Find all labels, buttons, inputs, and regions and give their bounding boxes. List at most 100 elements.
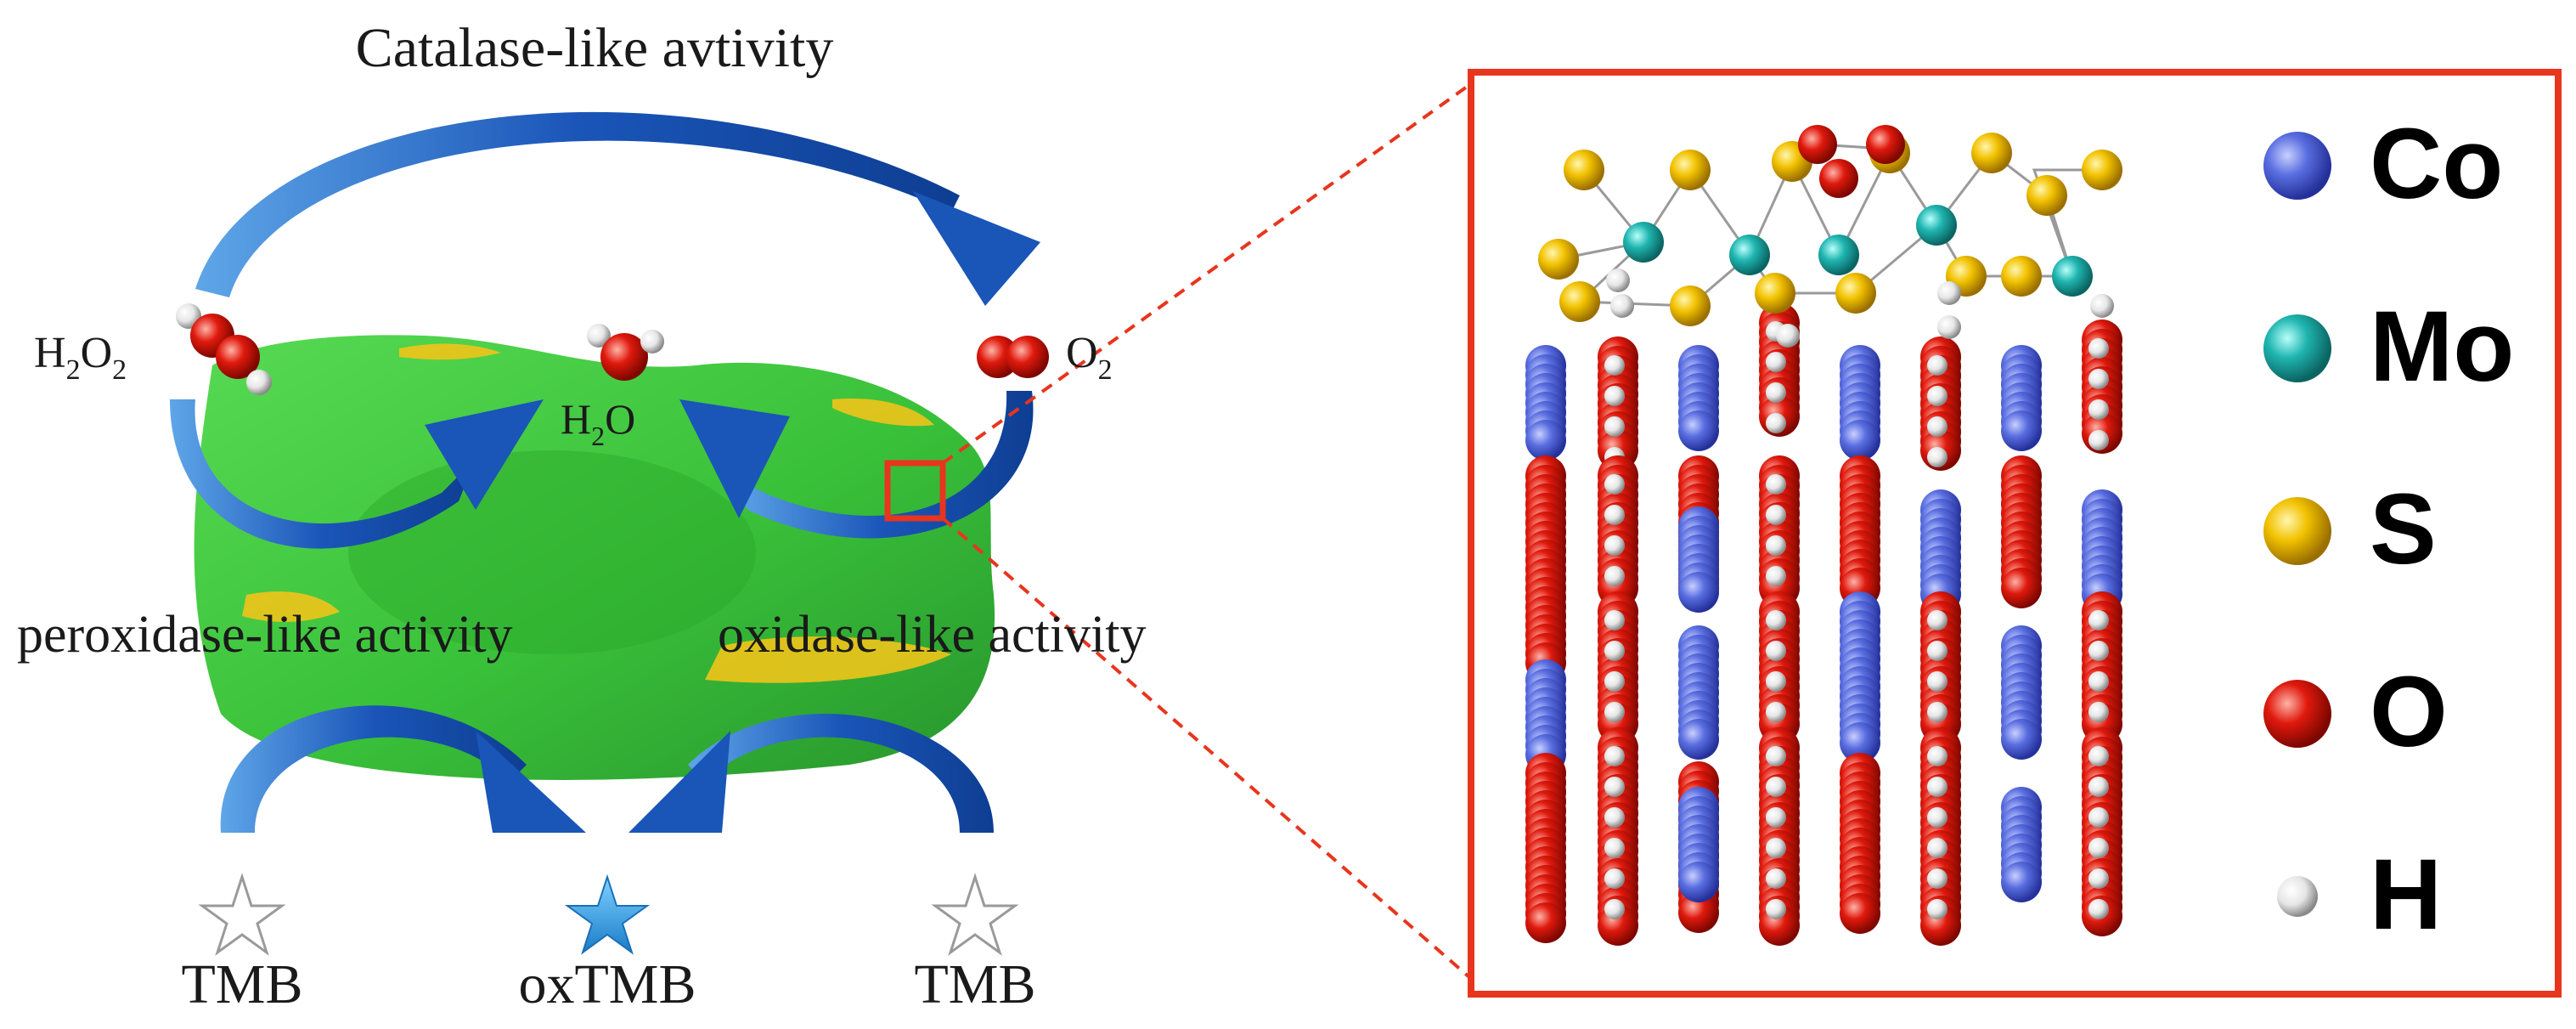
atom-h <box>2088 399 2109 420</box>
atom-h <box>1604 416 1625 437</box>
atom-h <box>1766 777 1786 797</box>
atom-mo <box>1916 205 1957 246</box>
h2o2-label: H2O2 <box>34 329 127 386</box>
legend-item-h: H <box>2277 839 2442 951</box>
oxtmb-star-icon <box>564 874 651 955</box>
atom-o <box>1798 125 1837 164</box>
h2o2-molecule <box>176 303 272 395</box>
atom-h <box>1604 868 1625 889</box>
atom-h <box>1604 474 1625 495</box>
atom-co <box>1678 572 1719 613</box>
atom-h <box>1766 352 1786 372</box>
atom-s <box>2001 256 2042 297</box>
legend-label-s: S <box>2370 473 2437 585</box>
atom-co <box>2001 410 2042 451</box>
peroxidase-arrow-top <box>170 399 544 549</box>
atom-h <box>1927 386 1948 406</box>
atom-s <box>1564 150 1604 190</box>
catalase-arrow <box>195 111 1040 306</box>
o2-molecule <box>977 336 1049 378</box>
atom-s <box>1670 286 1711 326</box>
atom-h <box>1604 641 1625 661</box>
atom-h <box>1604 386 1625 406</box>
peroxidase-arrow-bottom <box>220 705 586 833</box>
atom-h <box>1766 610 1786 630</box>
atom-h <box>1766 566 1786 586</box>
atom-h <box>2088 868 2109 889</box>
atom-h <box>1604 899 1625 919</box>
atom-h <box>1604 702 1625 722</box>
atom-h <box>1766 838 1786 858</box>
atom-h <box>1927 868 1948 889</box>
atom-h <box>2088 807 2109 828</box>
zoom-region-marker <box>884 460 946 522</box>
atom-h <box>1927 447 1948 467</box>
atom-h <box>1766 413 1786 433</box>
atom-h <box>1604 777 1625 797</box>
atom-h <box>1927 777 1948 797</box>
atom-h <box>2088 838 2109 858</box>
legend-swatch-mo <box>2263 314 2331 382</box>
legend-label-co: Co <box>2370 108 2503 220</box>
atom-h <box>2088 899 2109 919</box>
atom-h <box>2088 369 2109 389</box>
atom-co <box>2001 862 2042 902</box>
atom-h <box>1604 671 1625 692</box>
atom-h <box>1927 899 1948 919</box>
atom-h <box>1937 281 1961 305</box>
legend-item-co: Co <box>2263 108 2503 220</box>
atom-h <box>2090 294 2114 318</box>
atom-co <box>1525 420 1566 461</box>
atom-h <box>1927 641 1948 661</box>
atom-h <box>1766 702 1786 722</box>
atom-h <box>2088 777 2109 797</box>
atom-co <box>1840 420 1880 461</box>
legend-label-h: H <box>2370 839 2442 951</box>
tmb-right-label: TMB <box>914 953 1035 1015</box>
zoom-connector-top <box>941 83 1471 465</box>
atom-h <box>1604 746 1625 766</box>
oxtmb-label: oxTMB <box>518 953 696 1015</box>
atom-h <box>1766 746 1786 766</box>
atom-s <box>1559 281 1600 322</box>
atom-h <box>1610 294 1634 318</box>
atom-h <box>1927 702 1948 722</box>
atom-h <box>1927 746 1948 766</box>
tmb-right-star-icon <box>931 873 1019 956</box>
atom-mo <box>1729 235 1770 275</box>
atom-h <box>2088 641 2109 661</box>
atom-h <box>1766 505 1786 525</box>
tmb-left-star-icon <box>198 873 286 956</box>
atom-h <box>1606 269 1630 292</box>
atom-s <box>1835 273 1876 314</box>
atom-h <box>1766 868 1786 889</box>
atom-h <box>2088 338 2109 359</box>
atom-s <box>2082 150 2122 190</box>
atom-h <box>1766 382 1786 403</box>
atom-h <box>1766 671 1786 692</box>
legend-swatch-s <box>2263 497 2331 565</box>
atom-h <box>1766 535 1786 556</box>
atom-s <box>1971 133 2012 173</box>
atom-h <box>1604 355 1625 376</box>
crystal-atoms <box>1525 125 2122 946</box>
legend-label-o: O <box>2370 656 2448 768</box>
atom-h <box>1766 807 1786 828</box>
oxidase-arrow-bottom <box>628 714 994 833</box>
oxidase-label: oxidase-like activity <box>718 606 1146 664</box>
atom-h <box>1604 807 1625 828</box>
atom-h <box>1927 838 1948 858</box>
atom-co <box>1840 722 1880 763</box>
atom-h <box>1604 610 1625 630</box>
atom-o <box>1678 892 1719 933</box>
atom-mo <box>2052 256 2093 297</box>
atom-h <box>1927 416 1948 437</box>
atom-h <box>2088 702 2109 722</box>
atom-o <box>1866 125 1905 164</box>
peroxidase-label: peroxidase-like activity <box>17 606 513 664</box>
atom-co <box>1678 862 1719 902</box>
h2o-molecule <box>587 324 664 381</box>
atom-s <box>1538 239 1579 280</box>
